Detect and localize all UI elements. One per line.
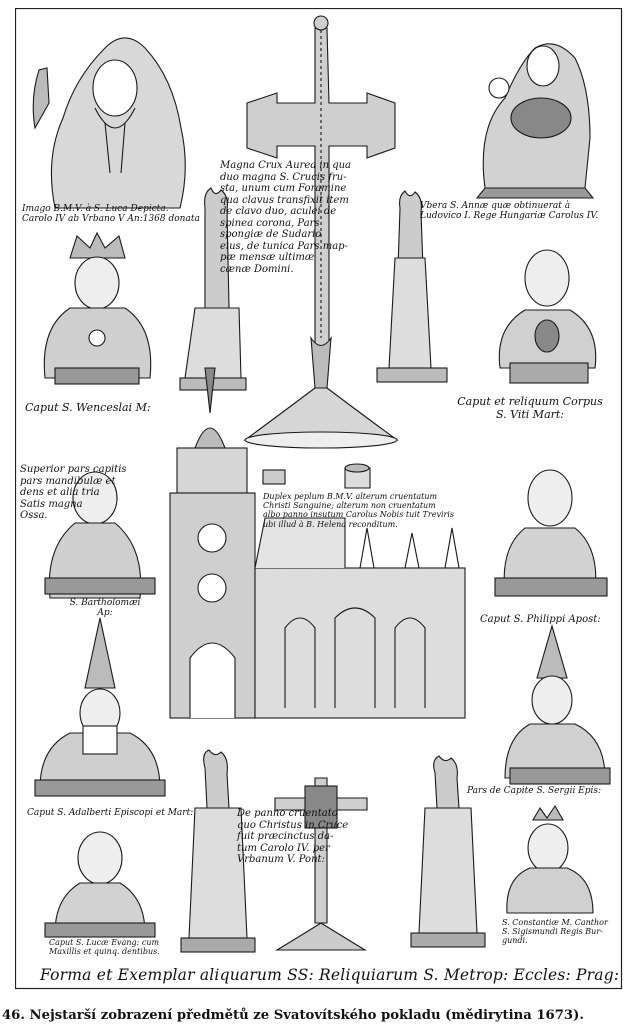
duplex-peplum-label: Duplex peplum B.M.V. alterum cruentatum … (263, 492, 455, 529)
imago-label: Imago B.M.V. à S. Luca Depicta. Carolo I… (22, 204, 200, 225)
philip-bust-icon (494, 469, 608, 597)
engraving-plate: Imago B.M.V. à S. Luca Depicta. Carolo I… (15, 8, 623, 990)
caput-philippi-label: Caput S. Philippi Apost: (480, 614, 601, 625)
plate-title: Forma et Exemplar aliquarum SS: Reliquia… (40, 966, 620, 984)
vitus-bust-icon (498, 249, 597, 384)
figure-caption: 46. Nejstarší zobrazení předmětů ze Svat… (2, 1008, 584, 1023)
magna-crux-label: Magna Crux Aurea in qua duo magna S. Cru… (220, 160, 351, 275)
madonna-bust-icon (32, 37, 186, 209)
sergius-bust-icon (504, 624, 611, 785)
saint-anne-reliquary-icon (475, 43, 595, 199)
superior-pars-label: Superior pars capitis pars mandibulæ et … (20, 464, 127, 521)
constantia-bust-icon (506, 804, 594, 914)
pars-de-capite-label: Pars de Capite S. Sergii Epis: (467, 786, 602, 796)
arm-reliquary-icon (410, 755, 486, 948)
ubera-label: Vbera S. Annæ quæ obtinuerat à Ludovico … (420, 201, 599, 222)
cathedral-icon (169, 367, 466, 719)
de-panno-label: De panno cruentato quo Christus in Cruce… (237, 808, 349, 865)
bartholomew-bust-icon (44, 471, 156, 599)
caput-wenceslai-label: Caput S. Wenceslai M: (25, 401, 151, 414)
bartholomaei-label: S. Bartholomæi Ap: (69, 598, 141, 619)
arm-reliquary-icon (180, 749, 256, 953)
great-cross-icon (243, 15, 399, 449)
wenceslas-bust-icon (43, 231, 152, 385)
luke-bust-icon (44, 831, 156, 938)
caput-viti-label: Caput et reliquum Corpus S. Viti Mart: (457, 395, 603, 421)
engraving-artwork (15, 8, 623, 990)
lower-cross-icon (274, 777, 368, 951)
adalbert-bust-icon (34, 617, 166, 797)
caput-lucae-label: Caput S. Lucæ Evang: cum Maxillis et qui… (49, 938, 160, 957)
arm-reliquary-icon (376, 190, 448, 383)
peplum-relic-icon (262, 463, 371, 489)
constantiae-label: S. Constantiæ M. Canthor S. Sigismundi R… (502, 918, 608, 946)
caput-adalberti-label: Caput S. Adalberti Episcopi et Mart: (27, 808, 194, 818)
